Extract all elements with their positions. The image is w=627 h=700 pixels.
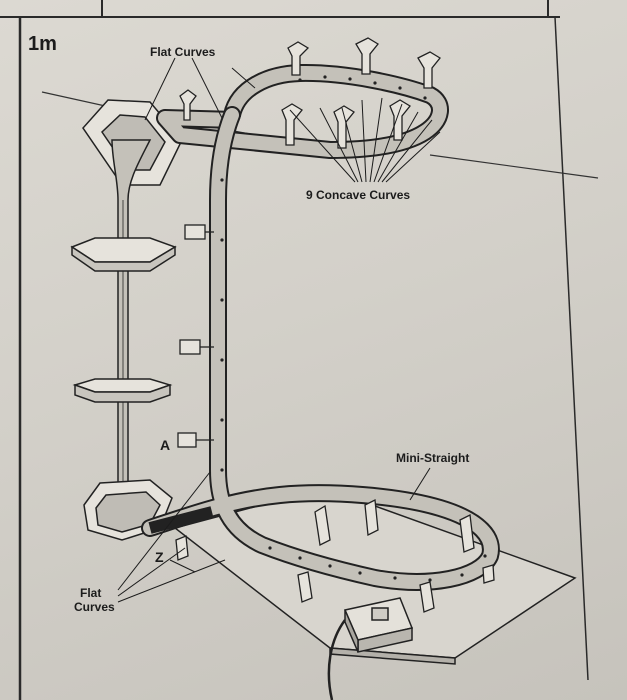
marker-z-label: Z: [155, 549, 164, 565]
concave-curves-label: 9 Concave Curves: [306, 188, 410, 202]
wall-bracket: [184, 224, 214, 240]
pier-support: [314, 504, 331, 546]
callout-leaders: [117, 57, 441, 603]
marker-a-label: A: [160, 437, 170, 453]
flat-curves-label-bottom-1: Flat: [80, 586, 101, 600]
pier-support: [482, 564, 495, 584]
wall-bracket: [179, 339, 214, 355]
pier-support: [179, 89, 197, 121]
pier-support: [175, 535, 189, 561]
tower-column: [106, 139, 152, 526]
top-pier-supports: [179, 37, 441, 149]
step-label: 1m: [28, 33, 57, 55]
power-pack: [343, 597, 414, 653]
bottom-straight-track: [148, 506, 214, 534]
track-studs: [220, 75, 487, 582]
pier-support: [419, 581, 435, 613]
pier-support: [281, 103, 303, 146]
pier-support: [333, 105, 355, 149]
flat-curves-label-top: Flat Curves: [150, 45, 216, 59]
power-cable: [327, 619, 347, 700]
wall-bracket: [177, 432, 214, 448]
tower-support-1: [70, 237, 177, 272]
pier-support: [459, 514, 475, 553]
tower-support-2: [72, 378, 173, 403]
pier-support: [355, 37, 379, 75]
flat-curves-label-bottom-2: Curves: [74, 600, 115, 614]
page-frame: [0, 0, 589, 700]
pier-support: [297, 571, 313, 603]
pier-support: [364, 498, 379, 537]
pier-support: [287, 41, 310, 76]
pier-support: [389, 99, 411, 141]
vertical-wall-brackets: [177, 224, 214, 448]
pier-support: [417, 51, 441, 89]
mini-straight-label: Mini-Straight: [396, 451, 469, 465]
